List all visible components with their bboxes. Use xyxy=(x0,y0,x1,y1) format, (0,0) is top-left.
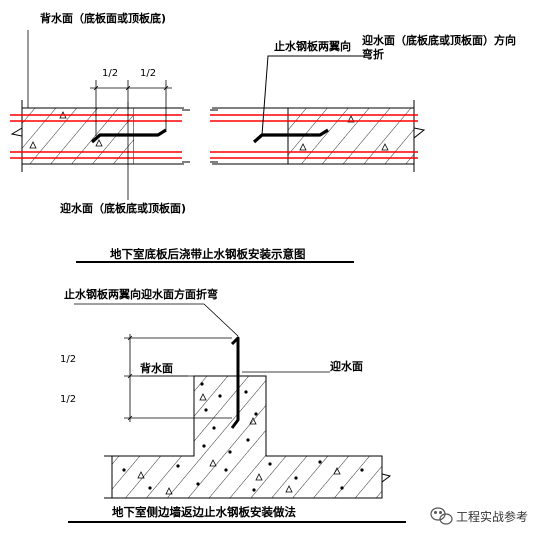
top-plate-note-label: 止水钢板两翼向 xyxy=(274,39,351,53)
bottom-front-face-label: 迎水面 xyxy=(330,359,363,373)
water-stop-plate-right xyxy=(252,128,329,144)
rebar-lines xyxy=(10,114,418,159)
bottom-dim-bottom: 1/2 xyxy=(60,394,76,405)
top-diagram-title: 地下室底板后浇带止水钢板安装示意图 xyxy=(110,247,306,261)
wechat-icon xyxy=(430,507,453,525)
top-back-face-label: 背水面（底板面或顶板底) xyxy=(40,11,166,25)
bottom-back-face-label: 背水面 xyxy=(140,361,173,375)
top-diagram: 背水面（底板面或顶板底) 止水钢板两翼向 迎水面（底板底或顶板面）方向 弯折 1… xyxy=(10,11,516,263)
top-bend-label: 弯折 xyxy=(362,47,384,61)
break-symbols xyxy=(10,100,426,172)
bottom-plate-note-label: 止水钢板两翼向迎水面方面折弯 xyxy=(64,287,218,301)
concrete-triangles xyxy=(137,393,341,495)
bottom-diagram-title: 地下室侧边墙返边止水钢板安装做法 xyxy=(112,505,296,519)
concrete-dots xyxy=(122,382,364,492)
dimension-lines xyxy=(90,80,172,200)
bottom-diagram: 止水钢板两翼向迎水面方面折弯 1/2 1/2 背水面 迎水面 地下室侧边墙返边止… xyxy=(60,287,406,523)
wall-and-slab xyxy=(104,375,392,499)
water-stop-plate-left xyxy=(90,128,167,144)
top-dim-left: 1/2 xyxy=(102,68,118,79)
top-dim-right: 1/2 xyxy=(140,68,156,79)
leader-plate-note xyxy=(261,55,364,136)
top-front-face-bottom-label: 迎水面（底板底或顶板面) xyxy=(60,201,186,215)
watermark-text: 工程实战参考 xyxy=(456,509,528,524)
water-stop-plate-vertical xyxy=(230,336,240,429)
leader-plate-note-bottom xyxy=(74,303,239,337)
watermark: 工程实战参考 xyxy=(430,507,528,525)
leader-faces xyxy=(140,371,330,377)
top-front-face-direction-label: 迎水面（底板底或顶板面）方向 xyxy=(362,33,516,47)
bottom-dim-top: 1/2 xyxy=(60,354,76,365)
